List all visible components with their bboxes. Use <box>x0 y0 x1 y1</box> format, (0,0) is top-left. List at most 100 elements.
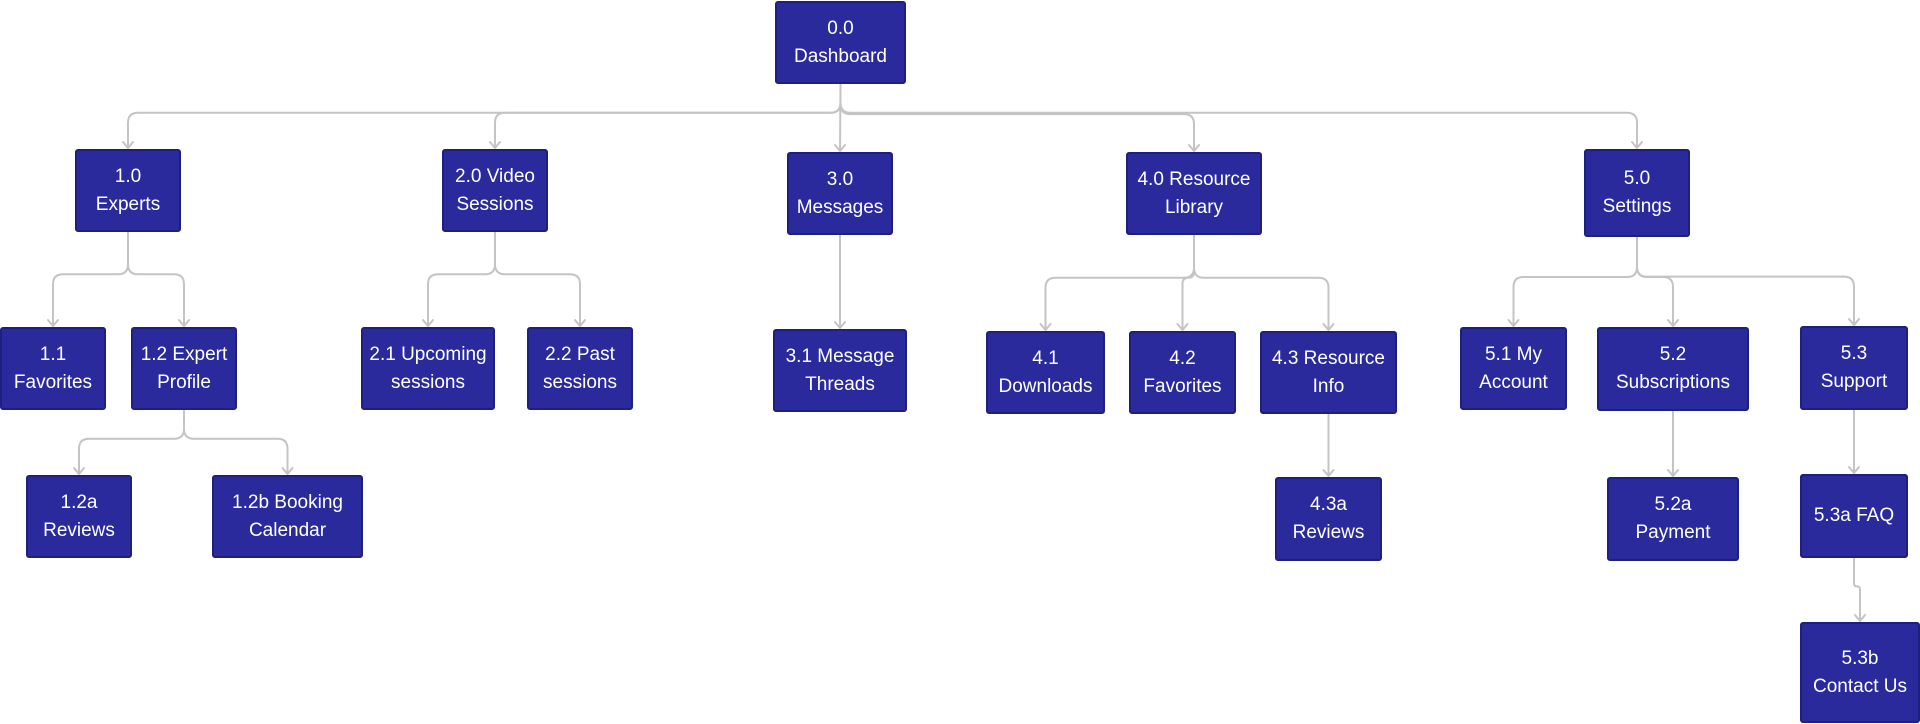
connector-arrowhead <box>834 321 846 329</box>
node-label-line1: 1.2 Expert <box>140 343 228 365</box>
node-resource-library: 4.0 Resource Library <box>1126 152 1262 235</box>
node-label-line1: 0.0 <box>827 17 854 39</box>
connector-line <box>427 232 496 326</box>
node-label-line1: 5.2 <box>1659 344 1687 365</box>
node-payment: 5.2a Payment <box>1607 477 1739 561</box>
node-label-line2: Downloads <box>998 375 1093 397</box>
node-resource-favorites: 4.2 Favorites <box>1129 331 1236 414</box>
node-upcoming-sessions: 2.1 Upcoming sessions <box>361 327 495 410</box>
connector-line <box>52 232 129 326</box>
connector-arrowhead <box>122 141 134 149</box>
node-past-sessions: 2.2 Past sessions <box>527 327 633 410</box>
node-contact-us: 5.3b Contact Us <box>1800 622 1920 723</box>
connector-line <box>183 410 289 474</box>
node-label-line1: 1.2a <box>60 491 98 513</box>
connector-arrowhead <box>422 319 434 327</box>
connector-arrowhead <box>1667 319 1679 327</box>
connector-arrowhead <box>834 144 846 152</box>
node-label-line2: Favorites <box>1143 375 1222 397</box>
connector-arrowhead <box>1631 141 1643 149</box>
connector-line <box>839 84 1638 148</box>
node-label-line1: 2.0 Video <box>455 165 535 187</box>
node-video-sessions: 2.0 Video Sessions <box>442 149 548 232</box>
node-label-line2: Reviews <box>43 519 115 541</box>
node-message-threads: 3.1 Message Threads <box>773 329 907 412</box>
connector-arrowhead <box>1322 469 1335 477</box>
connector-arrowhead <box>47 319 59 327</box>
node-label-line1: 4.3a <box>1310 494 1347 515</box>
node-label-line2: Experts <box>95 193 161 215</box>
connector-arrowhead <box>73 467 85 475</box>
node-label-line1: 2.2 Past <box>545 343 615 365</box>
node-label-line2: Contact Us <box>1813 675 1907 697</box>
node-label-line2: Messages <box>796 196 884 218</box>
node-booking-calendar: 1.2b Booking Calendar <box>212 475 363 558</box>
connector-arrowhead <box>574 319 586 327</box>
node-label-line2: Threads <box>805 373 875 395</box>
connector-arrowhead <box>1039 323 1052 331</box>
node-label-line1: 5.1 My <box>1484 343 1543 365</box>
connector-line <box>1044 235 1195 330</box>
connector-arrowhead <box>1854 614 1866 622</box>
connector-line <box>494 84 842 148</box>
node-settings: 5.0 Settings <box>1584 149 1690 237</box>
connector-line <box>1181 235 1195 330</box>
node-label-line2: Library <box>1164 196 1224 218</box>
node-label-line1: 4.0 Resource <box>1137 168 1251 190</box>
node-dashboard: 0.0 Dashboard <box>775 1 906 84</box>
node-label-line1: 5.3 <box>1840 343 1868 364</box>
node-subscriptions: 5.2 Subscriptions <box>1597 327 1749 411</box>
connector-arrowhead <box>281 467 294 475</box>
connector-arrowhead <box>1848 466 1860 474</box>
node-resource-info: 4.3 Resource Info <box>1260 331 1397 414</box>
node-label-line1: 5.0 <box>1623 168 1651 189</box>
connector-line <box>78 410 185 474</box>
connector-line <box>1853 558 1861 621</box>
node-label-line2: Reviews <box>1292 522 1365 543</box>
node-label-line1: 4.1 <box>1032 347 1059 369</box>
node-experts: 1.0 Experts <box>75 149 181 232</box>
connector-line <box>1636 237 1674 326</box>
node-support: 5.3 Support <box>1800 326 1908 410</box>
node-label-line1: 1.0 <box>114 165 142 187</box>
node-expert-favorites: 1.1 Favorites <box>0 327 106 410</box>
connector-arrowhead <box>489 141 501 149</box>
node-label-line2: Support <box>1820 371 1888 392</box>
node-faq: 5.3a FAQ <box>1800 474 1908 558</box>
node-label-line2: Account <box>1479 371 1548 393</box>
connector-line <box>839 84 1195 151</box>
node-label-line1: 5.3a FAQ <box>1813 505 1895 526</box>
node-label-line2: Profile <box>157 371 211 393</box>
node-label-line2: Sessions <box>456 193 534 215</box>
node-label-line1: 5.2a <box>1654 494 1692 515</box>
connector-line <box>1512 237 1638 326</box>
node-label-line2: Settings <box>1602 196 1672 217</box>
connector-arrowhead <box>178 319 190 327</box>
node-label-line1: 5.3b <box>1841 647 1879 669</box>
node-label-line1: 4.3 Resource <box>1271 347 1385 369</box>
connector-arrowhead <box>1322 323 1335 331</box>
node-label-line2: Dashboard <box>794 45 887 67</box>
connector-arrowhead <box>1667 469 1679 477</box>
connector-line <box>127 232 185 326</box>
node-label-line2: Payment <box>1635 522 1711 543</box>
connector-arrowhead <box>1176 323 1189 331</box>
node-downloads: 4.1 Downloads <box>986 331 1105 414</box>
connector-line <box>494 232 581 326</box>
node-label-line2: Calendar <box>248 519 327 541</box>
connector-arrowhead <box>1848 318 1860 326</box>
connector-line <box>1636 237 1855 325</box>
node-label-line1: 2.1 Upcoming <box>369 343 487 365</box>
node-expert-reviews: 1.2a Reviews <box>26 475 132 558</box>
node-messages: 3.0 Messages <box>787 152 893 235</box>
node-label-line1: 1.1 <box>39 343 67 365</box>
connector-line <box>1193 235 1330 330</box>
node-label-line2: Subscriptions <box>1615 372 1731 393</box>
node-label-line2: Info <box>1312 375 1345 397</box>
node-label-line2: Favorites <box>13 371 93 393</box>
node-label-line1: 3.0 <box>826 168 854 190</box>
node-resource-reviews: 4.3a Reviews <box>1275 477 1382 561</box>
node-my-account: 5.1 My Account <box>1460 327 1567 410</box>
